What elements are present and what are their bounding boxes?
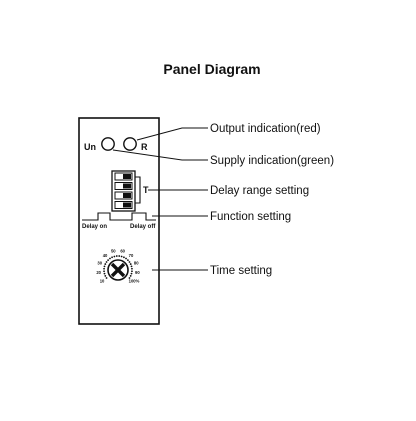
dial-tick [105, 261, 108, 263]
led-r-label: R [141, 142, 148, 152]
dial-scale-label: 50 [111, 249, 116, 254]
dip-switch-knob [123, 193, 131, 198]
led-un-label: Un [84, 142, 96, 152]
dial-tick [107, 259, 109, 261]
dial-tick [115, 255, 118, 257]
dial-scale-label: 10 [100, 279, 105, 284]
dial-tick [105, 277, 108, 279]
function-waveform-icon [82, 212, 156, 221]
dial-tick [111, 256, 113, 259]
dial-tick [109, 257, 111, 260]
delay-range-setting-label: Delay range setting [210, 185, 309, 197]
dip-switch-knob [123, 174, 131, 179]
dial-scale-label: 80 [134, 261, 139, 266]
dial-tick [113, 255, 116, 258]
dial-scale-label: 70 [129, 253, 134, 258]
dial-tick [118, 255, 121, 257]
dial-tick [103, 272, 106, 275]
dial-tick [103, 267, 105, 270]
dial-tick [128, 261, 131, 263]
dip-switch-knob [123, 202, 131, 208]
dial-scale-label: 90 [135, 270, 140, 275]
dial-tick [130, 265, 133, 268]
device-panel [78, 117, 160, 325]
function-setting-label: Function setting [210, 211, 291, 223]
dip-switch-knob [123, 183, 131, 189]
dial-scale-label: 20 [96, 270, 101, 275]
dial-tick [131, 267, 133, 270]
dial-scale-label: 100% [129, 279, 140, 284]
switch-group-label: T [143, 185, 149, 195]
dial-tick [123, 256, 125, 259]
output-led-icon [123, 137, 137, 151]
dial-tick [125, 257, 127, 260]
delay-on-label: Delay on [82, 224, 107, 230]
dial-tick [128, 277, 131, 279]
dial-tick [131, 270, 133, 273]
leader-output-indication [136, 127, 208, 141]
dial-tick [104, 275, 107, 277]
dial-slot-icon [110, 262, 126, 278]
diagram-title: Panel Diagram [163, 61, 260, 77]
dial-scale-label: 40 [103, 253, 108, 258]
dial-tick [103, 270, 105, 273]
dial-scale-label: 60 [120, 249, 125, 254]
leader-supply-indication [112, 149, 208, 161]
dial-tick [129, 263, 132, 265]
output-indication-label: Output indication(red) [210, 123, 321, 135]
switch-bracket [135, 176, 141, 204]
dial-tick [130, 272, 133, 275]
dial-tick [120, 255, 123, 258]
dial-tick [129, 275, 132, 277]
time-setting-label: Time setting [210, 265, 272, 277]
dial-tick [127, 259, 129, 261]
dial-tick [104, 263, 107, 265]
supply-indication-label: Supply indication(green) [210, 155, 334, 167]
delay-off-label: Delay off [130, 224, 156, 230]
dip-switch-block [111, 170, 136, 212]
dial-scale-label: 30 [97, 261, 102, 266]
dial-tick [103, 265, 106, 268]
supply-led-icon [101, 137, 115, 151]
